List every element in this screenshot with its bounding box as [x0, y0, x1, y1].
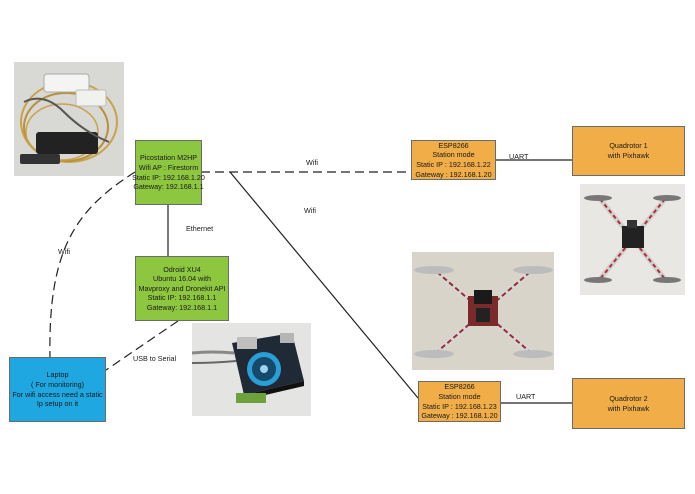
usb-serial-link: [105, 320, 179, 371]
quadrotor-photo-small: [580, 184, 685, 295]
odroid-title: Odroid XU4: [163, 264, 201, 274]
laptop-node: Laptop ( For monitoring) For wifi access…: [9, 357, 106, 422]
wifi-label-esp1: Wifi: [306, 158, 318, 167]
esp1-mode: Station mode: [432, 150, 475, 160]
esp1-static-ip: Static IP : 192.168.1.22: [416, 160, 491, 169]
odroid-os: Ubuntu 16.04 with: [153, 274, 211, 284]
wifi-label-esp2: Wifi: [304, 206, 316, 215]
picostation-title: Picostation M2HP: [139, 153, 198, 163]
esp1-gateway: Gateway : 192.168.1.20: [415, 169, 492, 179]
esp2-gateway: Gateway : 192.168.1.20: [421, 411, 498, 421]
picostation-photo: [14, 62, 124, 176]
quad1-controller: with Pixhawk: [607, 151, 650, 160]
quad1-title: Quadrotor 1: [609, 141, 648, 151]
esp1-title: ESP8266: [438, 140, 469, 150]
laptop-purpose: ( For monitoring): [30, 379, 85, 389]
laptop-note-2: Ip setup on it: [36, 399, 79, 409]
odroid-static-ip: Static IP: 192.168.1.1: [147, 293, 217, 303]
ethernet-label: Ethernet: [186, 224, 214, 233]
uart-label-1: UART: [509, 152, 529, 161]
laptop-title: Laptop: [46, 370, 69, 380]
esp2-mode: Station mode: [438, 391, 481, 401]
picostation-gateway: Gateway: 192.168.1.1: [133, 182, 204, 192]
esp2-static-ip: Static IP : 192.168.1.23: [422, 401, 497, 411]
wifi-link-laptop: [49, 171, 136, 358]
esp8266-node-2: ESP8266 Station mode Static IP : 192.168…: [418, 381, 501, 422]
wifi-link-esp2: [229, 171, 419, 399]
odroid-node: Odroid XU4 Ubuntu 16.04 with Mavproxy an…: [135, 256, 229, 321]
odroid-software: Mavproxy and Dronekit API: [138, 283, 226, 293]
esp8266-node-1: ESP8266 Station mode Static IP : 192.168…: [411, 140, 496, 180]
uart-label-2: UART: [516, 392, 536, 401]
quad2-title: Quadrotor 2: [609, 393, 648, 403]
usb-serial-label: USB to Serial: [133, 354, 177, 363]
esp2-title: ESP8266: [444, 382, 475, 392]
odroid-board-photo: [192, 323, 311, 416]
picostation-wifi-ap: Wifi AP : Firestorm: [138, 162, 199, 172]
quadrotor-node-2: Quadrotor 2 with Pixhawk: [572, 378, 685, 429]
quad2-controller: with Pixhawk: [607, 403, 650, 413]
odroid-gateway: Gateway: 192.168.1.1: [146, 302, 218, 312]
quadrotor-node-1: Quadrotor 1 with Pixhawk: [572, 126, 685, 176]
picostation-static-ip: Static IP: 192.168.1.20: [132, 172, 205, 182]
quadrotor-photo-large: [412, 252, 554, 370]
laptop-note-1: For wifi access need a static: [12, 389, 103, 399]
wifi-label-laptop: Wifi: [58, 247, 70, 256]
picostation-node: Picostation M2HP Wifi AP : Firestorm Sta…: [132, 140, 205, 205]
